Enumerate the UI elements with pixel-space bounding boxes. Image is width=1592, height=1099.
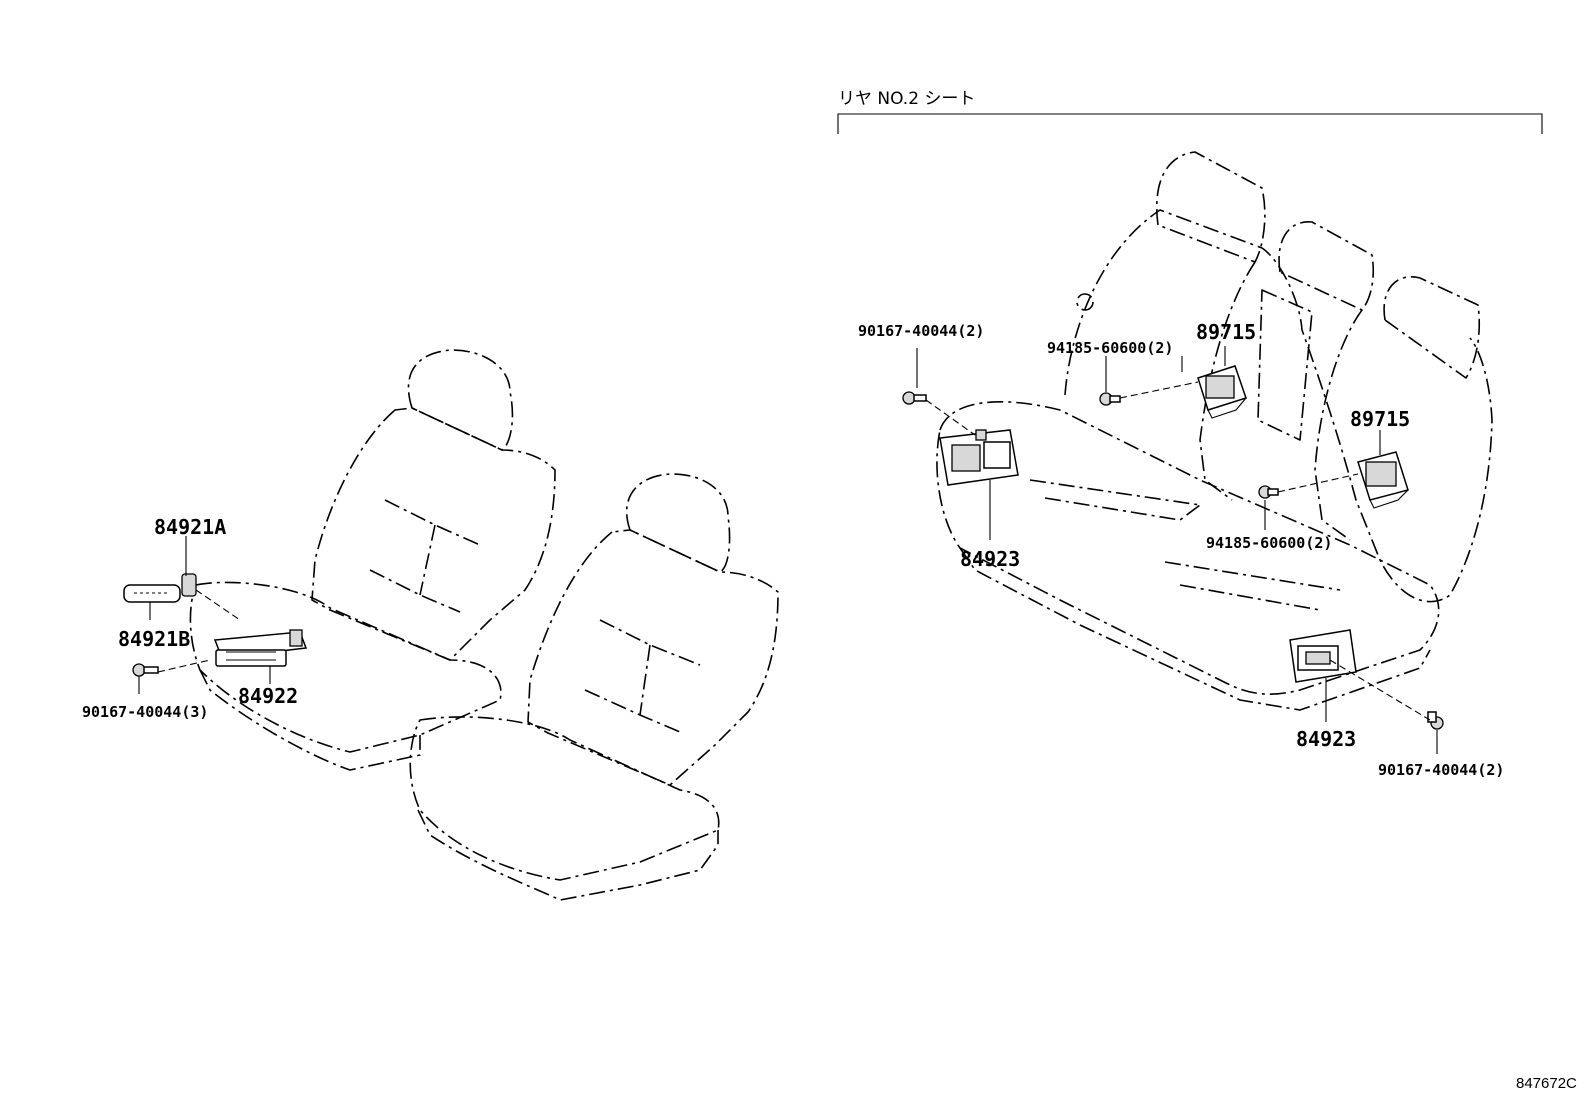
rear-backrest-divider-1: [1199, 261, 1256, 501]
rear-bench-seat: [936, 151, 1493, 711]
front-seat-left-back: [311, 407, 556, 661]
callout-clip-upper: 94185-60600(2): [1047, 339, 1173, 357]
clip-icon-lower: [1258, 485, 1279, 499]
seat-switch-84922: [213, 629, 308, 667]
ecu-upper-89715: [1197, 365, 1247, 419]
rear-cushion-seam-2: [1164, 561, 1341, 611]
front-seat-right-cushion: [409, 716, 720, 881]
rear-backrest-panel: [1257, 289, 1313, 441]
callout-sw-left: 84923: [960, 547, 1020, 571]
rear-headrest-center: [1278, 221, 1375, 311]
switch-knob-84921a: [181, 573, 197, 597]
callout-84922: 84922: [238, 684, 298, 708]
front-seat-right-back: [527, 529, 779, 786]
rear-seat-parts: [902, 346, 1444, 754]
front-seat-right-cushion-side: [417, 809, 719, 901]
callout-84921a: 84921A: [154, 515, 226, 539]
bolt-icon-rear-left: [902, 391, 927, 405]
front-seat-right-back-panel: [584, 619, 701, 733]
front-seat-right: [409, 473, 779, 901]
front-seat-left-cushion: [189, 581, 502, 753]
rear-cushion: [936, 401, 1440, 695]
front-seat-left-cushion-side: [199, 669, 421, 771]
figure-code: 847672C: [1516, 1075, 1577, 1092]
bolt-icon-rear-right: [1427, 711, 1444, 730]
group-header-label: リヤ NO.2 シート: [838, 89, 975, 109]
rear-backrest: [1064, 209, 1493, 603]
callout-bolt-front: 90167-40044(3): [82, 703, 208, 721]
rear-cushion-front: [959, 547, 1431, 711]
callout-bolt-rear-right: 90167-40044(2): [1378, 761, 1504, 779]
rear-backrest-divider-2: [1314, 309, 1363, 541]
clip-icon-upper: [1099, 392, 1121, 406]
group-bracket: [837, 113, 1543, 134]
callout-clip-lower: 94185-60600(2): [1206, 534, 1332, 552]
front-seat-left: [189, 349, 556, 771]
front-seat-right-headrest: [625, 473, 731, 573]
callout-84921b: 84921B: [118, 627, 190, 651]
callout-ecu-lower: 89715: [1350, 407, 1410, 431]
rear-headrest-left: [1156, 151, 1266, 263]
callout-sw-right: 84923: [1296, 727, 1356, 751]
ecu-lower-89715: [1357, 451, 1409, 509]
rear-switch-left-84923: [939, 429, 1019, 486]
front-seat-left-headrest: [407, 349, 514, 451]
rear-cushion-seam-1: [1029, 479, 1201, 521]
rear-headrest-right: [1383, 276, 1481, 379]
front-seat-parts: [123, 536, 308, 694]
front-seat-left-back-panel: [369, 499, 481, 613]
rear-backrest-anchor-icon: [1076, 293, 1094, 311]
callout-ecu-upper: 89715: [1196, 320, 1256, 344]
callout-bolt-rear-left: 90167-40044(2): [858, 322, 984, 340]
bolt-icon-front: [132, 663, 159, 677]
rear-switch-right-84923: [1289, 629, 1357, 683]
